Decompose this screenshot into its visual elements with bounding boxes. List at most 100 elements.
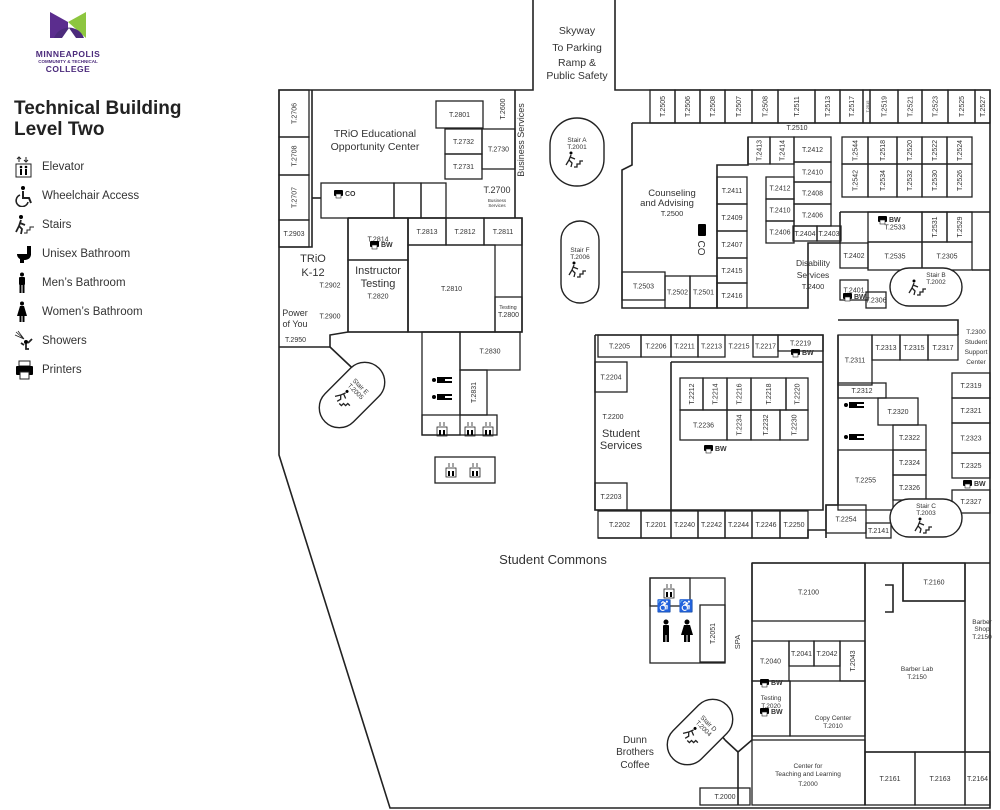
- room-label[interactable]: T.2520: [907, 140, 914, 161]
- room-label[interactable]: T.2416: [721, 293, 742, 300]
- printer-co-counseling[interactable]: CO: [695, 224, 706, 256]
- room-label[interactable]: T.2254: [835, 517, 856, 524]
- printer-bw[interactable]: BW: [370, 241, 393, 250]
- room-label[interactable]: T.2246: [755, 522, 776, 529]
- room-label[interactable]: T.2040: [760, 659, 781, 666]
- room-label[interactable]: T.2230: [792, 414, 799, 435]
- room-label[interactable]: T.2830: [479, 349, 500, 356]
- room-label[interactable]: T.2801: [449, 112, 470, 119]
- room-label[interactable]: T.2900: [319, 314, 340, 321]
- room-label[interactable]: T.2529: [957, 216, 964, 237]
- room-label[interactable]: T.2530: [932, 170, 939, 191]
- room-label[interactable]: T.2322: [899, 435, 920, 442]
- room-label[interactable]: T.2100: [798, 590, 819, 597]
- room-label[interactable]: T.2813: [416, 229, 437, 236]
- room-label[interactable]: T.2410: [802, 170, 823, 177]
- room-label[interactable]: T.2311: [845, 358, 866, 365]
- room-label[interactable]: T.2244: [728, 522, 749, 529]
- room-label[interactable]: T.2326: [899, 485, 920, 492]
- printer-bw[interactable]: BW: [963, 480, 986, 489]
- room-label[interactable]: T.2532: [907, 170, 914, 191]
- room-label[interactable]: T.2521: [908, 96, 915, 117]
- room-label[interactable]: T.2160: [923, 580, 944, 587]
- room-label[interactable]: T.2707: [292, 187, 299, 208]
- room-label[interactable]: T.2523: [933, 96, 940, 117]
- room-label[interactable]: T.2409: [721, 215, 742, 222]
- room-label[interactable]: T.2313: [875, 345, 896, 352]
- room-label[interactable]: T.2213: [701, 344, 722, 351]
- room-label[interactable]: T.2232: [763, 414, 770, 435]
- elevator-icon[interactable]: [482, 422, 494, 437]
- room-label[interactable]: T.2812: [454, 229, 475, 236]
- room-label[interactable]: T.2533: [884, 225, 905, 232]
- room-label[interactable]: T.2831: [471, 382, 478, 403]
- room-label[interactable]: T.2811: [493, 229, 514, 236]
- room-label[interactable]: T.2327: [960, 499, 981, 506]
- room-label[interactable]: T.2305: [936, 254, 957, 261]
- room-label[interactable]: T.2526: [957, 170, 964, 191]
- elevator-icon[interactable]: [436, 422, 448, 437]
- printer-co[interactable]: CO: [334, 190, 356, 199]
- room-label[interactable]: T.2406: [802, 213, 823, 220]
- room-label[interactable]: T.2800: [498, 312, 519, 319]
- room-label[interactable]: T.2315: [903, 345, 924, 352]
- room-label[interactable]: T.2218: [766, 383, 773, 404]
- room-label[interactable]: T.2051: [710, 623, 717, 644]
- room-label[interactable]: T.2214: [713, 383, 720, 404]
- room-label[interactable]: T.2255: [855, 478, 876, 485]
- room-label[interactable]: T.2161: [879, 776, 900, 783]
- room-label[interactable]: T.2508: [763, 96, 770, 117]
- room-label[interactable]: T.2731: [453, 164, 474, 171]
- room-label[interactable]: T.2312: [851, 388, 872, 395]
- room-label[interactable]: T.2534: [880, 170, 887, 191]
- room-label[interactable]: T.2206: [645, 344, 666, 351]
- room-label[interactable]: T.2903: [283, 231, 304, 238]
- room-label[interactable]: T.2412: [802, 147, 823, 154]
- room-label[interactable]: T.2202: [609, 522, 630, 529]
- room-label[interactable]: T.2810: [441, 286, 462, 293]
- room-label[interactable]: T.2325: [960, 463, 981, 470]
- room-label[interactable]: T.2411: [722, 188, 743, 195]
- room-label[interactable]: T.2515: [865, 100, 870, 113]
- printer-bw[interactable]: BW: [704, 445, 727, 454]
- room-label[interactable]: T.2527: [980, 96, 987, 117]
- room-label[interactable]: T.2317: [932, 345, 953, 352]
- room-label[interactable]: T.2043: [850, 650, 857, 671]
- room-label[interactable]: T.2518: [880, 140, 887, 161]
- room-label[interactable]: T.2404: [794, 231, 815, 238]
- room-label[interactable]: T.2201: [645, 522, 666, 529]
- room-label[interactable]: T.2517: [849, 96, 856, 117]
- room-label[interactable]: T.2163: [929, 776, 950, 783]
- room-label[interactable]: T.2236: [693, 423, 714, 430]
- room-label[interactable]: T.2531: [932, 216, 939, 237]
- room-label[interactable]: T.2242: [701, 522, 722, 529]
- elevator-icon[interactable]: [464, 422, 476, 437]
- stair-1[interactable]: [560, 220, 600, 304]
- room-label[interactable]: T.2306: [865, 298, 886, 305]
- room-label[interactable]: T.2407: [721, 242, 742, 249]
- room-label[interactable]: T.2250: [783, 522, 804, 529]
- room-label[interactable]: T.2732: [453, 139, 474, 146]
- room-label[interactable]: T.2414: [780, 140, 787, 161]
- room-label[interactable]: T.2820: [367, 294, 388, 301]
- stair-0[interactable]: [549, 117, 605, 187]
- room-label[interactable]: T.2506: [685, 96, 692, 117]
- printer-bw[interactable]: BW: [843, 293, 866, 302]
- room-label[interactable]: T.2513: [825, 96, 832, 117]
- room-label[interactable]: T.2950: [285, 337, 306, 344]
- room-label[interactable]: T.2205: [609, 344, 630, 351]
- room-label[interactable]: T.2525: [959, 96, 966, 117]
- elevator-icon[interactable]: [469, 463, 481, 478]
- room-label[interactable]: T.2413: [757, 140, 764, 161]
- room-label[interactable]: T.2141: [868, 528, 889, 535]
- room-label[interactable]: T.2320: [887, 409, 908, 416]
- room-label[interactable]: T.2708: [292, 145, 299, 166]
- room-label[interactable]: T.2000: [714, 794, 735, 801]
- room-label[interactable]: T.2522: [932, 140, 939, 161]
- room-label[interactable]: T.2402: [843, 253, 864, 260]
- room-label[interactable]: T.2410: [769, 208, 790, 215]
- room-label[interactable]: T.2730: [488, 147, 509, 154]
- room-label[interactable]: T.2501: [693, 290, 714, 297]
- room-label[interactable]: T.2403: [818, 231, 839, 238]
- room-label[interactable]: T.2234: [737, 414, 744, 435]
